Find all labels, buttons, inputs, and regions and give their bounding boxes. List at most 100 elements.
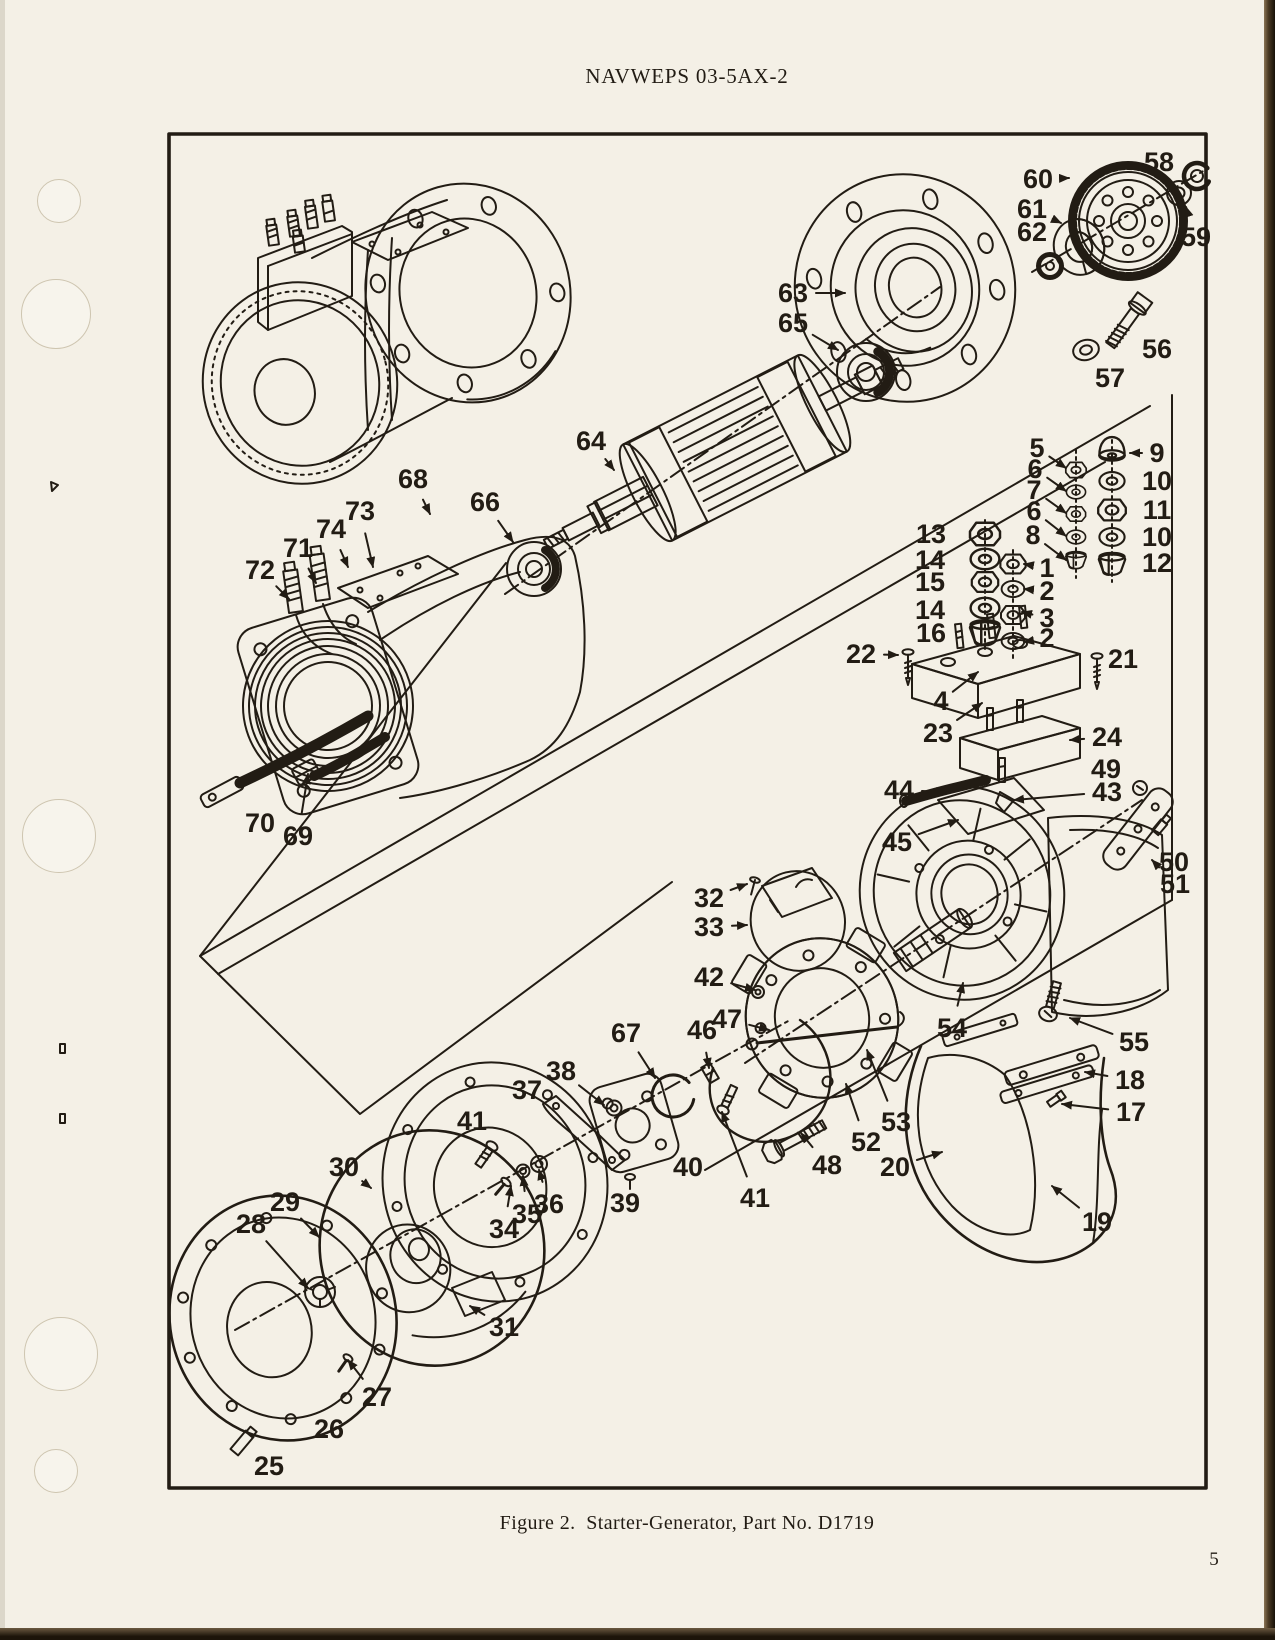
callout-6: 6 bbox=[1026, 496, 1041, 526]
callout-38: 38 bbox=[546, 1056, 576, 1086]
callout-56: 56 bbox=[1142, 334, 1172, 364]
callout-36: 36 bbox=[534, 1189, 564, 1219]
punch-hole bbox=[21, 279, 91, 349]
terminal-fastener-stacks bbox=[968, 435, 1127, 661]
callout-arrow-34 bbox=[504, 1185, 514, 1208]
callout-arrow-43 bbox=[1013, 793, 1086, 804]
callout-55: 55 bbox=[1119, 1027, 1149, 1057]
callout-59: 59 bbox=[1181, 222, 1211, 252]
registration-marks bbox=[50, 481, 66, 1124]
callout-26: 26 bbox=[314, 1414, 344, 1444]
callout-arrow-6 bbox=[1044, 519, 1067, 537]
callout-50: 50 bbox=[1159, 847, 1189, 877]
callout-arrow-1 bbox=[1023, 561, 1035, 571]
punch-hole bbox=[22, 799, 96, 873]
callout-arrow-4 bbox=[951, 671, 979, 693]
callout-34: 34 bbox=[489, 1214, 519, 1244]
callout-arrow-6 bbox=[1046, 476, 1067, 492]
figure-border bbox=[167, 132, 1208, 1490]
callout-51: 51 bbox=[1160, 869, 1190, 899]
callout-arrow-61 bbox=[1050, 214, 1062, 224]
callout-5: 5 bbox=[1029, 433, 1044, 463]
page-number: 5 bbox=[1209, 1549, 1219, 1570]
callout-48: 48 bbox=[812, 1150, 842, 1180]
callout-69: 69 bbox=[283, 821, 313, 851]
callout-2: 2 bbox=[1039, 576, 1054, 606]
callout-arrow-55 bbox=[1069, 1017, 1114, 1035]
callout-10: 10 bbox=[1142, 466, 1172, 496]
callout-41: 41 bbox=[740, 1183, 770, 1213]
callout-42: 42 bbox=[694, 962, 724, 992]
callout-9: 9 bbox=[1149, 438, 1164, 468]
through-bolt bbox=[761, 1119, 828, 1165]
scan-edge-right bbox=[1264, 0, 1275, 1640]
callout-22: 22 bbox=[846, 639, 876, 669]
fan-plate bbox=[381, 1061, 609, 1303]
assembled-generator-view bbox=[201, 182, 572, 485]
callout-32: 32 bbox=[694, 883, 724, 913]
callout-54: 54 bbox=[937, 1013, 967, 1043]
callout-labels: 1232456768910111012131415141617181920212… bbox=[236, 147, 1211, 1481]
callout-arrow-2 bbox=[1023, 635, 1035, 645]
punch-hole bbox=[37, 179, 81, 223]
callout-arrow-53 bbox=[866, 1049, 889, 1102]
callout-12: 12 bbox=[1142, 548, 1172, 578]
callout-arrow-17 bbox=[1061, 1100, 1110, 1111]
callout-arrow-67 bbox=[637, 1051, 656, 1079]
callout-arrow-41 bbox=[721, 1111, 748, 1178]
callout-41: 41 bbox=[457, 1106, 487, 1136]
callout-arrow-59 bbox=[1184, 206, 1194, 218]
callout-arrow-8 bbox=[1044, 543, 1067, 561]
callout-24: 24 bbox=[1092, 722, 1122, 752]
callout-49: 49 bbox=[1091, 754, 1121, 784]
callout-33: 33 bbox=[694, 912, 724, 942]
stator-housing-group bbox=[199, 535, 586, 816]
callout-10: 10 bbox=[1142, 522, 1172, 552]
callout-27: 27 bbox=[362, 1382, 392, 1412]
callout-61: 61 bbox=[1017, 194, 1047, 224]
callout-arrow-48 bbox=[800, 1132, 814, 1149]
ball-bearing bbox=[836, 342, 896, 402]
callout-72: 72 bbox=[245, 555, 275, 585]
callout-arrow-19 bbox=[1051, 1185, 1080, 1209]
spacer-ring bbox=[1036, 252, 1064, 280]
callout-45: 45 bbox=[882, 827, 912, 857]
callout-arrow-52 bbox=[845, 1083, 860, 1122]
punch-hole bbox=[34, 1449, 78, 1493]
callout-arrow-64 bbox=[604, 458, 615, 471]
callout-6: 6 bbox=[1027, 454, 1042, 484]
callout-14: 14 bbox=[915, 545, 945, 575]
callout-arrow-33 bbox=[731, 921, 748, 931]
callout-7: 7 bbox=[1026, 475, 1041, 505]
callout-17: 17 bbox=[1116, 1097, 1146, 1127]
callout-20: 20 bbox=[880, 1152, 910, 1182]
punch-hole bbox=[24, 1317, 98, 1391]
end-cover bbox=[168, 1194, 398, 1442]
callout-arrow-42 bbox=[730, 982, 756, 992]
callout-65: 65 bbox=[778, 308, 808, 338]
callout-47: 47 bbox=[712, 1004, 742, 1034]
callout-arrow-44 bbox=[921, 787, 947, 797]
callout-18: 18 bbox=[1115, 1065, 1145, 1095]
callout-arrow-51 bbox=[1151, 859, 1163, 871]
callout-arrow-2 bbox=[1023, 585, 1035, 595]
callout-16: 16 bbox=[916, 618, 946, 648]
callout-8: 8 bbox=[1025, 520, 1040, 550]
callout-29: 29 bbox=[270, 1187, 300, 1217]
callout-arrow-65 bbox=[811, 333, 839, 351]
callout-53: 53 bbox=[881, 1107, 911, 1137]
callout-arrow-24 bbox=[1069, 734, 1086, 744]
callout-28: 28 bbox=[236, 1209, 266, 1239]
callout-arrow-69 bbox=[300, 773, 311, 815]
callout-arrow-20 bbox=[915, 1150, 943, 1161]
callout-arrow-54 bbox=[956, 982, 966, 1007]
drive-gear-group bbox=[1036, 160, 1213, 281]
callout-1: 1 bbox=[1039, 553, 1054, 583]
callout-2: 2 bbox=[1039, 623, 1054, 653]
callout-44: 44 bbox=[884, 775, 914, 805]
callout-35: 35 bbox=[512, 1199, 542, 1229]
terminal-studs bbox=[265, 193, 336, 254]
callout-arrow-27 bbox=[347, 1359, 364, 1380]
callout-arrow-31 bbox=[469, 1305, 486, 1316]
